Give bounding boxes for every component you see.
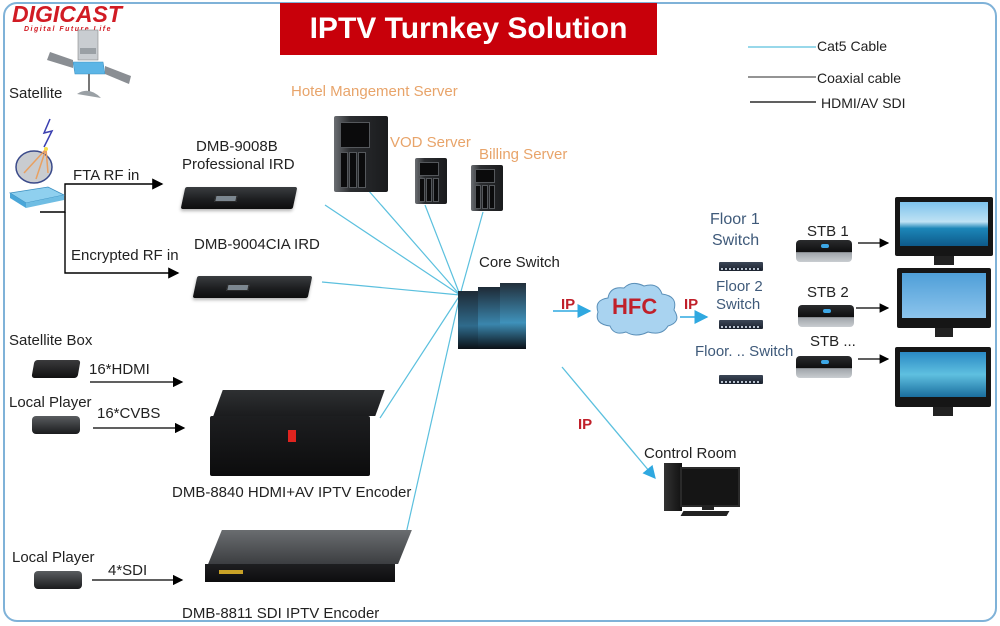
floorN-switch-icon — [719, 375, 763, 384]
hotel-server-label: Hotel Mangement Server — [291, 83, 458, 100]
satellite-icon — [47, 29, 131, 98]
floor2-switch-icon — [719, 320, 763, 329]
hotel-server-icon — [334, 116, 388, 192]
vod-server-icon — [415, 158, 447, 204]
control-room-computer-icon — [664, 463, 740, 517]
stbN-icon — [796, 356, 852, 378]
encoder-8811-label: DMB-8811 SDI IPTV Encoder — [182, 605, 380, 622]
cat5-vod-server — [424, 204, 461, 296]
satellite-dish-icon — [8, 118, 66, 208]
encoder-8840-device — [210, 390, 385, 478]
ird-9004cia-label: DMB-9004CIA IRD — [194, 236, 320, 253]
floor1-switch-label-line1: Floor 1 — [710, 211, 760, 228]
ird-9008b-device — [180, 187, 298, 209]
ip-label-control-room: IP — [578, 416, 593, 433]
ip-label-from-hfc: IP — [684, 296, 699, 313]
page-title: IPTV Turnkey Solution — [280, 3, 657, 55]
encoder-8840-label: DMB-8840 HDMI+AV IPTV Encoder — [172, 484, 412, 501]
cat5-ird2 — [321, 281, 461, 296]
hfc-cloud-icon — [596, 282, 678, 336]
ird-9008b-desc: Professional IRD — [182, 156, 295, 173]
satellite-label: Satellite — [9, 85, 63, 102]
brand-logo: DIGICAST Digital Future Life — [12, 1, 122, 34]
local-player-2-label: Local Player — [12, 549, 95, 566]
ip-arrow-control-room — [561, 366, 656, 479]
ird-9008b-model: DMB-9008B — [196, 138, 278, 155]
cat5-encoder-8811 — [402, 294, 461, 548]
floor2-switch-label-line2: Switch — [716, 296, 761, 313]
stb1-label: STB 1 — [807, 223, 849, 240]
encrypted-rf-line — [64, 212, 180, 279]
floor1-switch-label-line2: Switch — [712, 232, 760, 249]
vod-server-label: VOD Server — [390, 134, 471, 151]
cvbs-count-label: 16*CVBS — [97, 405, 161, 422]
encoder-8811-device — [205, 530, 412, 590]
stb1-icon — [796, 240, 852, 262]
billing-server-label: Billing Server — [479, 146, 568, 163]
brand-name: DIGICAST — [12, 1, 122, 27]
legend-cat5-label: Cat5 Cable — [817, 38, 888, 54]
tv1-icon — [895, 197, 993, 265]
stb2-label: STB 2 — [807, 284, 849, 301]
local-player-1-icon — [32, 416, 80, 434]
satellite-box-label: Satellite Box — [9, 332, 93, 349]
stb2-icon — [798, 305, 854, 327]
cat5-encoder-8840 — [379, 294, 461, 419]
tv2-icon — [897, 268, 991, 337]
fta-rf-line — [40, 178, 164, 213]
control-room-label: Control Room — [644, 445, 737, 462]
hfc-label: HFC — [612, 294, 658, 319]
fta-rf-label: FTA RF in — [73, 167, 140, 184]
floor1-switch-icon — [719, 262, 763, 271]
ip-label-to-hfc: IP — [561, 296, 576, 313]
cat5-hotel-server — [367, 189, 461, 296]
encrypted-rf-label: Encrypted RF in — [71, 247, 179, 264]
core-switch-label: Core Switch — [479, 254, 560, 271]
satellite-box-icon — [31, 360, 81, 378]
hdmi-count-label: 16*HDMI — [89, 361, 150, 378]
legend-hdmi-label: HDMI/AV SDI — [821, 95, 906, 111]
core-switch-icon — [458, 283, 528, 353]
sdi-count-label: 4*SDI — [108, 562, 148, 579]
local-player-1-label: Local Player — [9, 394, 92, 411]
floorN-switch-label: Floor. .. Switch — [695, 343, 794, 360]
floor2-switch-label-line1: Floor 2 — [716, 278, 763, 295]
brand-tagline: Digital Future Life — [24, 26, 112, 33]
ird-9004cia-device — [192, 276, 313, 298]
cat5-ird1 — [324, 204, 461, 296]
legend-coax-label: Coaxial cable — [817, 70, 902, 86]
billing-server-icon — [471, 165, 503, 211]
tv3-icon — [895, 347, 991, 416]
stbN-label: STB ... — [810, 333, 856, 350]
local-player-2-icon — [34, 571, 82, 589]
cat5-billing-server — [459, 211, 484, 296]
